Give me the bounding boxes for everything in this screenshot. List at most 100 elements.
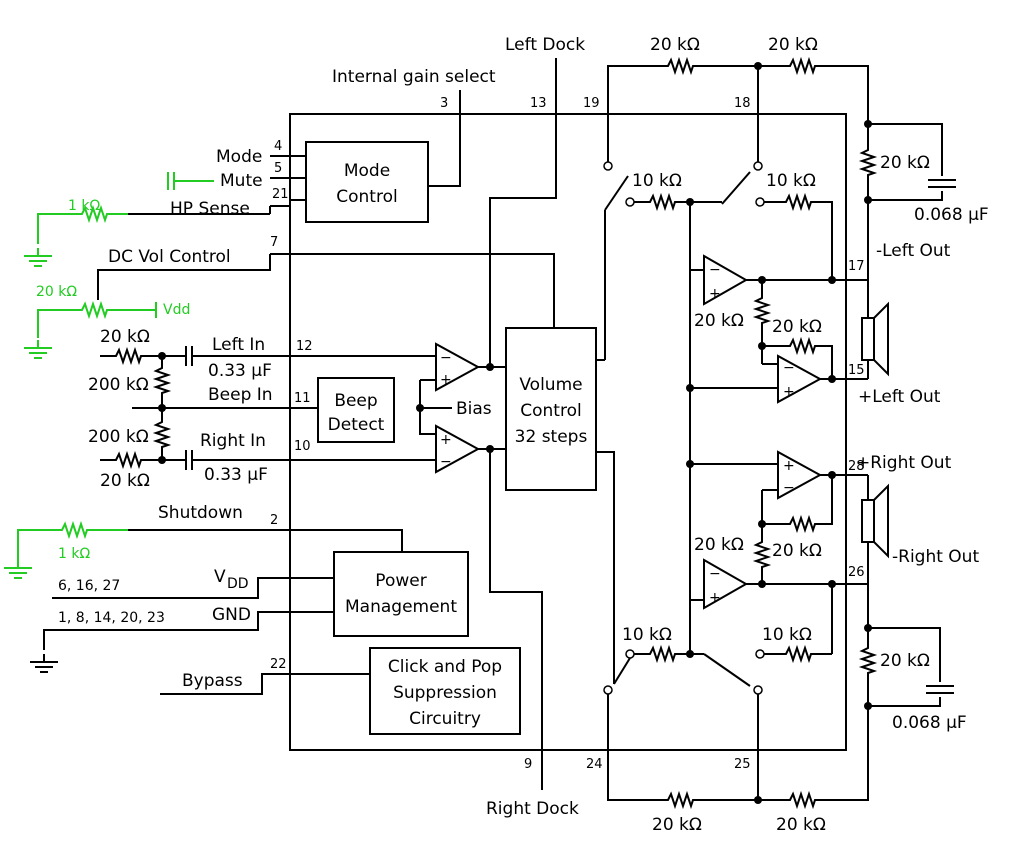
res-10k-tl-label: 10 kΩ [632, 171, 682, 191]
neg-right-out-label: -Right Out [892, 547, 979, 567]
pin-10: 10 [294, 439, 311, 454]
beep-detect-block [317, 377, 395, 443]
vdd-green-label: Vdd [163, 302, 190, 318]
op-minus-1: − [440, 350, 452, 366]
opamp-left-pos [777, 354, 823, 404]
beep-in-label: Beep In [208, 385, 273, 405]
volume-line3: 32 steps [515, 427, 588, 447]
res-20k-ri-label: 20 kΩ [100, 471, 150, 491]
cap-right-label: 0.33 µF [204, 465, 268, 485]
res-20k-b-label: 20 kΩ [772, 317, 822, 337]
mode-control-line1: Mode [344, 161, 390, 181]
shutdown-label: Shutdown [158, 503, 243, 523]
power-line2: Management [345, 597, 457, 617]
pin-15: 15 [848, 363, 865, 378]
left-dock-label: Left Dock [505, 35, 585, 55]
res-200k-bot-label: 200 kΩ [88, 427, 149, 447]
pin-12: 12 [296, 339, 313, 354]
vdd-label: V [214, 567, 226, 587]
op-plus-d: + [709, 590, 721, 606]
op-plus-a: + [709, 286, 721, 302]
gnd-label: GND [212, 605, 251, 625]
pin-5: 5 [274, 161, 282, 176]
mode-control-block [305, 141, 429, 223]
bias-label: Bias [456, 399, 492, 419]
res-top-2-label: 20 kΩ [768, 35, 818, 55]
volume-line2: Control [520, 401, 581, 421]
pin-28: 28 [848, 459, 865, 474]
res-20k-pot-label: 20 kΩ [36, 284, 77, 300]
chip-outline [289, 113, 847, 751]
pin-11: 11 [294, 391, 311, 406]
res-20k-d-label: 20 kΩ [694, 535, 744, 555]
power-management-block [333, 551, 469, 637]
pin-21: 21 [272, 187, 289, 202]
power-line1: Power [375, 571, 426, 591]
opamp-right-neg [703, 558, 749, 610]
res-20k-li-label: 20 kΩ [100, 327, 150, 347]
input-opamp-left [435, 342, 481, 392]
op-plus-b: + [783, 384, 795, 400]
op-minus-2: − [440, 454, 452, 470]
click-line1: Click and Pop [388, 657, 502, 677]
opamp-left-neg [703, 254, 749, 306]
mode-label: Mode [216, 147, 262, 167]
input-opamp-right [435, 424, 481, 474]
left-speaker-icon [861, 317, 875, 361]
res-200k-top-label: 200 kΩ [88, 375, 149, 395]
gnd-pins-label: 1, 8, 14, 20, 23 [58, 610, 165, 626]
right-in-label: Right In [200, 431, 266, 451]
click-pop-block [369, 647, 521, 735]
res-bot-1-label: 20 kΩ [652, 815, 702, 835]
pos-right-out-label: +Right Out [856, 453, 952, 473]
mute-label: Mute [220, 171, 263, 191]
internal-gain-label: Internal gain select [332, 67, 496, 87]
pin-19: 19 [583, 96, 600, 111]
res-10k-bl-label: 10 kΩ [622, 625, 672, 645]
pin-17: 17 [848, 259, 865, 274]
res-1k-sd-label: 1 kΩ [58, 546, 90, 562]
pin-24: 24 [586, 757, 603, 772]
pin-7: 7 [270, 235, 278, 250]
neg-left-out-label: -Left Out [876, 241, 951, 261]
cap-0068-top-label: 0.068 µF [914, 205, 989, 225]
hp-sense-label: HP Sense [170, 199, 250, 219]
pin-26: 26 [848, 565, 865, 580]
pin-4: 4 [274, 139, 282, 154]
beep-detect-line2: Detect [328, 415, 385, 435]
click-line2: Suppression [393, 683, 497, 703]
op-plus-1: + [440, 372, 452, 388]
right-speaker-icon [861, 499, 875, 543]
res-10k-tr-label: 10 kΩ [766, 171, 816, 191]
op-minus-a: − [709, 262, 721, 278]
opamp-right-pos [777, 450, 823, 500]
res-bot-2-label: 20 kΩ [776, 815, 826, 835]
res-10k-br-label: 10 kΩ [762, 625, 812, 645]
op-plus-c: + [783, 458, 795, 474]
volume-line1: Volume [519, 375, 582, 395]
beep-detect-line1: Beep [334, 391, 377, 411]
pin-3: 3 [440, 96, 448, 111]
pin-9: 9 [524, 757, 532, 772]
pin-22: 22 [270, 657, 287, 672]
res-top-1-label: 20 kΩ [650, 35, 700, 55]
pos-left-out-label: +Left Out [858, 387, 941, 407]
cap-0068-bot-label: 0.068 µF [892, 713, 967, 733]
vdd-sub-label: DD [227, 576, 249, 592]
op-plus-2: + [440, 432, 452, 448]
op-minus-d: − [709, 566, 721, 582]
res-20k-ext-top-label: 20 kΩ [880, 153, 930, 173]
click-line3: Circuitry [409, 709, 481, 729]
bypass-label: Bypass [182, 671, 243, 691]
cap-left-label: 0.33 µF [208, 361, 272, 381]
pin-18: 18 [734, 96, 751, 111]
res-20k-ext-bot-label: 20 kΩ [880, 651, 930, 671]
mode-control-line2: Control [336, 187, 397, 207]
right-dock-label: Right Dock [486, 799, 579, 819]
dc-vol-label: DC Vol Control [108, 247, 231, 267]
vdd-pins-label: 6, 16, 27 [58, 578, 120, 594]
res-20k-c-label: 20 kΩ [772, 541, 822, 561]
op-minus-b: − [783, 360, 795, 376]
op-minus-c: − [783, 480, 795, 496]
